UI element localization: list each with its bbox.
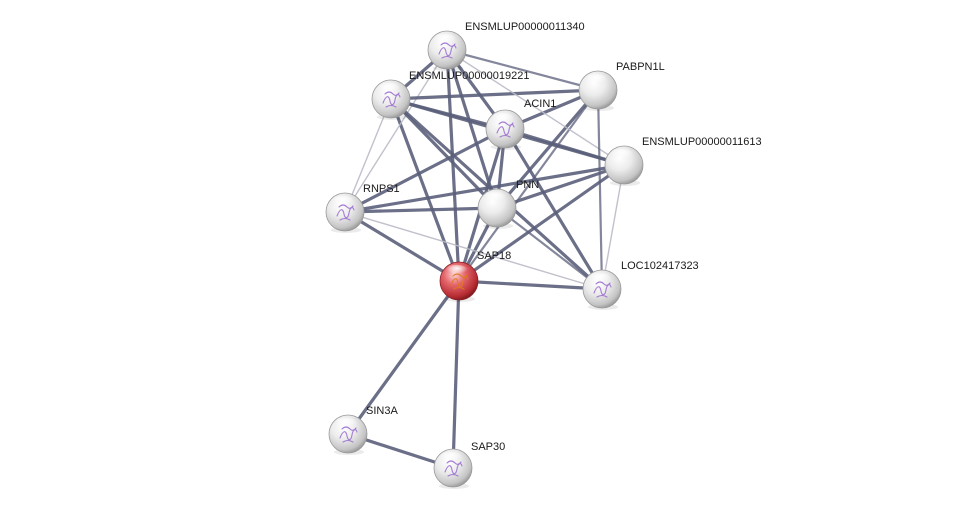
node-pnn[interactable]: PNN [477,179,539,229]
node-ensmlup00000011340[interactable]: ENSMLUP00000011340 [427,21,585,71]
node-highlight [331,195,355,208]
node-acin1[interactable]: ACIN1 [485,98,556,150]
edge-ENSMLUP00000011340-PABPN1L[interactable] [445,48,600,92]
edge-PNN-PABPN1L[interactable] [495,88,600,210]
edge-ACIN1-LOC102417323[interactable] [503,127,604,291]
edge-PNN-ENSMLUP00000011613[interactable] [495,163,626,210]
node-label: ENSMLUP00000011340 [465,21,585,33]
node-label: SAP30 [471,441,505,453]
node-highlight [377,82,401,95]
edge-SAP18-ENSMLUP00000019221[interactable] [389,97,461,283]
edge-RNPS1-ENSMLUP00000019221[interactable] [344,98,392,213]
node-highlight [610,148,634,161]
edge-RNPS1-PNN[interactable] [343,206,499,214]
node-rnps1[interactable]: RNPS1 [325,183,400,233]
edge-SAP18-LOC102417323[interactable] [457,279,604,291]
node-sap30[interactable]: SAP30 [433,441,505,489]
edge-ENSMLUP00000011340-ENSMLUP00000011613[interactable] [446,49,625,166]
node-label: PNN [516,179,539,191]
node-label: RNPS1 [363,183,400,195]
node-label: LOC102417323 [621,260,699,272]
edge-PABPN1L-LOC102417323[interactable] [596,88,604,291]
node-label: PABPN1L [616,61,665,73]
node-label: SIN3A [366,405,398,417]
edge-PNN-LOC102417323[interactable] [495,206,604,291]
edge-ENSMLUP00000019221-PABPN1L[interactable] [389,88,600,101]
edge-SAP18-RNPS1[interactable] [343,210,461,283]
edge-RNPS1-ENSMLUP00000011340[interactable] [344,49,448,213]
node-label: SAP18 [477,250,511,262]
edge-RNPS1-ACIN1[interactable] [343,127,507,214]
node-highlight [584,73,608,86]
node-label: ENSMLUP00000019221 [409,70,529,82]
node-pabpn1l[interactable]: PABPN1L [578,61,665,111]
node-ensmlup00000011613[interactable]: ENSMLUP00000011613 [604,136,762,186]
node-label: ENSMLUP00000011613 [642,136,762,148]
edge-PNN-ENSMLUP00000019221[interactable] [389,97,499,210]
edge-ENSMLUP00000011613-LOC102417323[interactable] [601,164,625,290]
edge-SAP18-ENSMLUP00000011340[interactable] [445,48,461,283]
edge-SAP18-PABPN1L[interactable] [457,88,600,283]
edge-PNN-ENSMLUP00000011340[interactable] [445,48,499,210]
node-ensmlup00000019221[interactable]: ENSMLUP00000019221 [371,70,529,120]
edge-SAP18-SIN3A[interactable] [346,279,461,436]
node-highlight [439,451,463,464]
node-highlight [588,272,612,285]
node-sap18[interactable]: SAP18 [439,250,511,302]
node-highlight [334,417,358,430]
edge-RNPS1-LOC102417323[interactable] [344,211,603,290]
node-highlight [433,33,457,46]
node-highlight [483,191,507,204]
edge-SAP18-SAP30[interactable] [451,279,461,470]
edge-RNPS1-ENSMLUP00000011613[interactable] [343,163,626,214]
node-highlight [445,264,469,277]
node-highlight [491,112,515,125]
node-loc102417323[interactable]: LOC102417323 [582,260,699,310]
node-sin3a[interactable]: SIN3A [328,405,398,455]
node-label: ACIN1 [524,98,556,110]
edge-SAP18-ENSMLUP00000011613[interactable] [457,163,626,283]
